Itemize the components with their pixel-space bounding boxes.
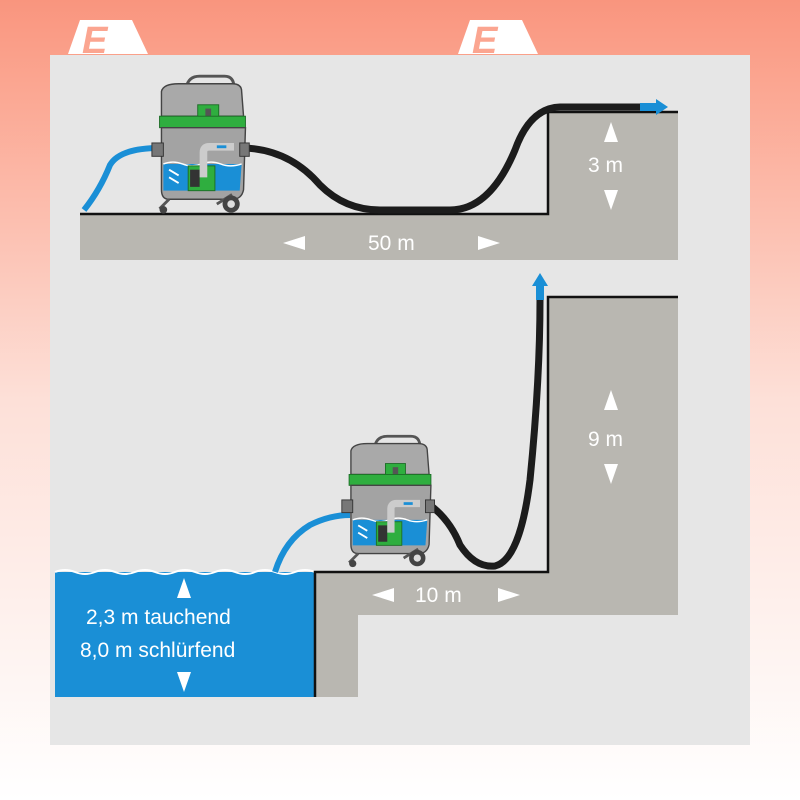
height-label: 3 m — [588, 154, 623, 177]
wet-vacuum-pump — [342, 436, 435, 567]
discharge-hose — [427, 299, 544, 570]
ground — [80, 112, 678, 260]
wet-vacuum-pump — [152, 76, 249, 213]
arrow-up-icon — [604, 122, 618, 142]
discharge-hose — [244, 103, 640, 214]
arrow-right-icon — [478, 236, 500, 250]
arrow-up-icon — [604, 390, 618, 410]
height-label: 9 m — [588, 428, 623, 451]
arrow-down-icon — [604, 464, 618, 484]
suction-label: 8,0 m schlürfend — [80, 639, 235, 662]
flow-arrow-icon — [640, 99, 668, 115]
submersion-label: 2,3 m tauchend — [86, 606, 231, 629]
bottom-scene: 10 m 9 m 2,3 m tauchend 8,0 m schlürfend — [54, 273, 678, 697]
suction-hose — [272, 512, 351, 573]
top-scene: 50 m 3 m — [80, 76, 678, 260]
arrow-left-icon — [283, 236, 305, 250]
distance-label: 50 m — [368, 232, 415, 255]
ground — [315, 297, 678, 697]
arrow-down-icon — [177, 672, 191, 692]
flow-arrow-icon — [532, 273, 548, 300]
distance-label: 10 m — [415, 584, 462, 607]
arrow-down-icon — [604, 190, 618, 210]
arrow-right-icon — [498, 588, 520, 602]
arrow-left-icon — [372, 588, 394, 602]
suction-hose — [81, 145, 161, 212]
arrow-up-icon — [177, 578, 191, 598]
